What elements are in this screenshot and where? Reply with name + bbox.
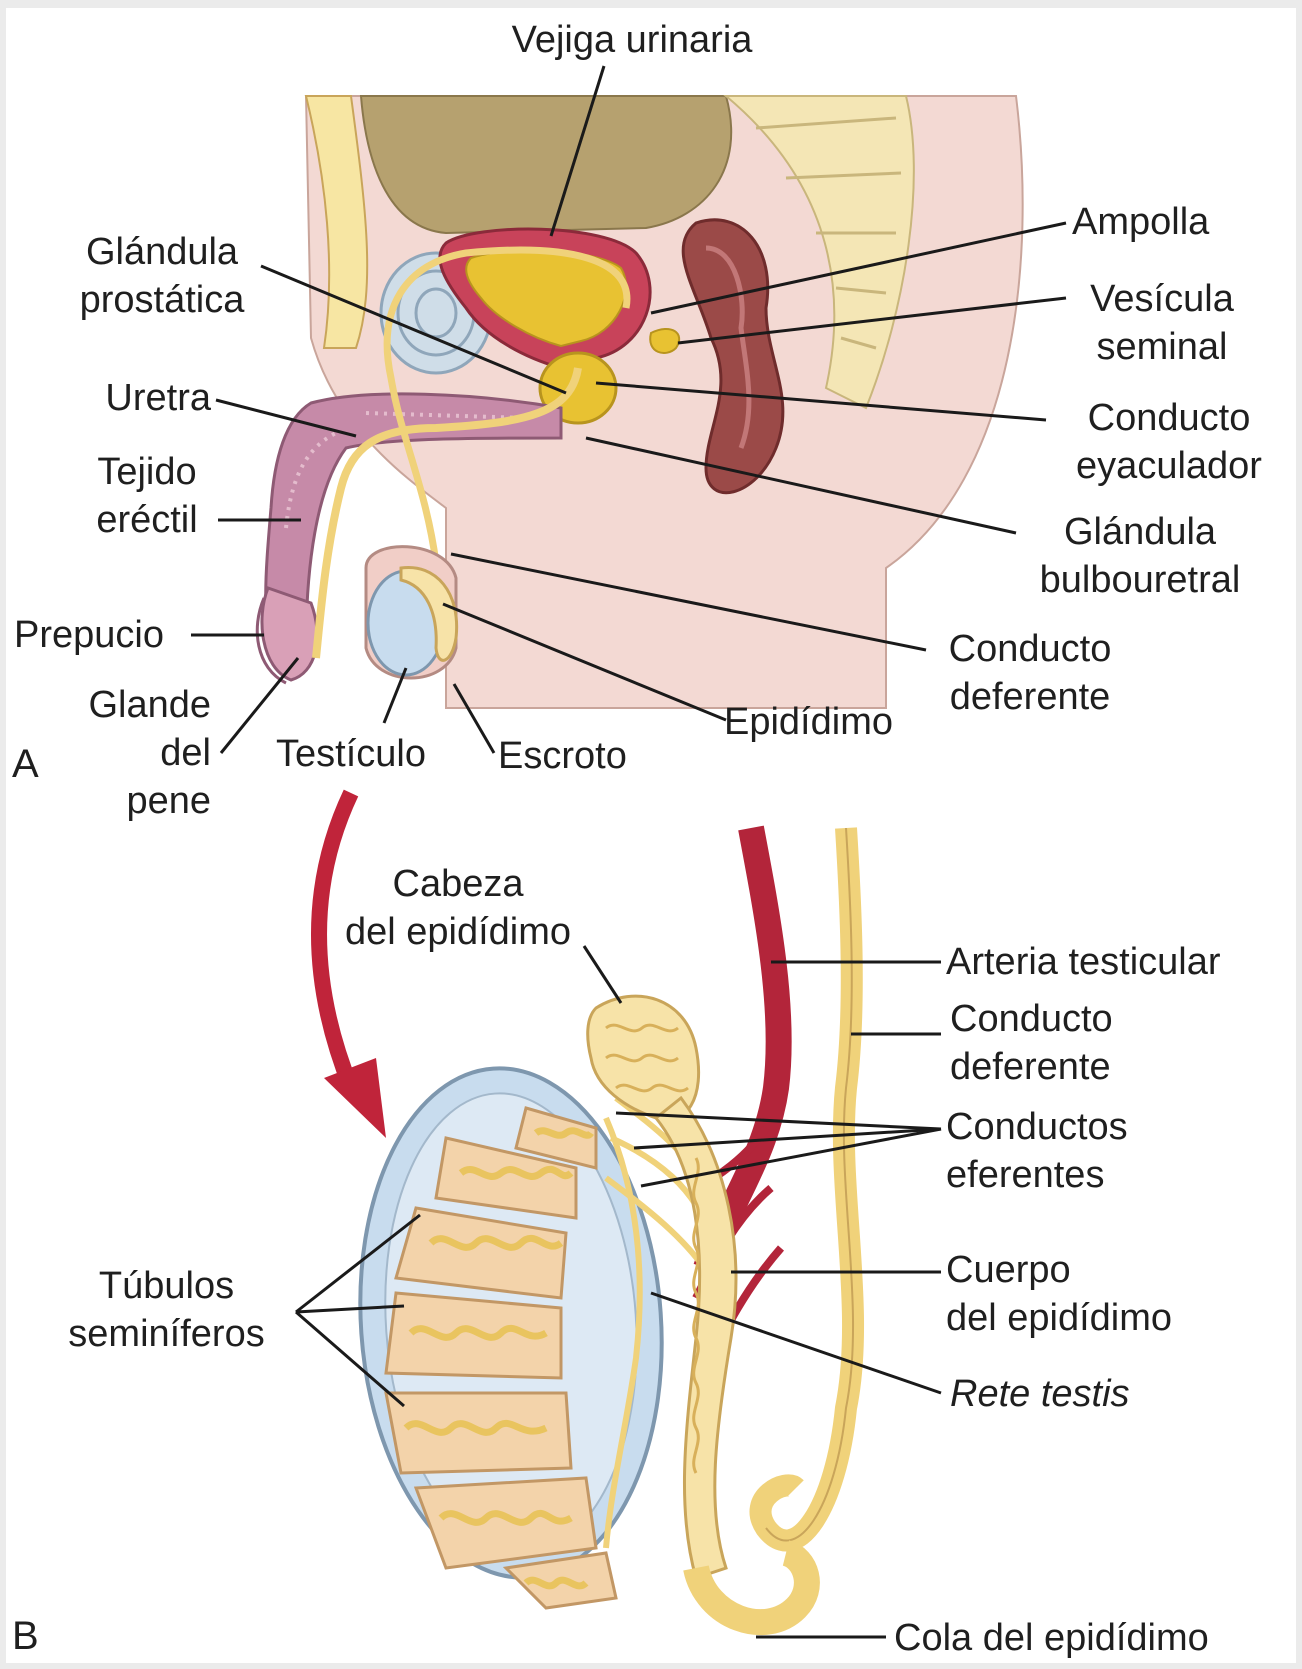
label-tubulos-seminiferos-line2: seminíferos: [44, 1310, 289, 1358]
label-glandula-prostatica-line2: prostática: [62, 276, 262, 324]
label-tejido-erectil-line2: eréctil: [82, 496, 212, 544]
label-cabeza-epididimo-line2: del epidídimo: [328, 908, 588, 956]
label-conductos-eferentes-line1: Conductos: [946, 1103, 1128, 1151]
label-glandula-bulbouretral-line2: bulbouretral: [1020, 556, 1260, 604]
label-glande-line2: del: [46, 729, 211, 777]
panel-letter-b: B: [12, 1612, 39, 1660]
label-glandula-prostatica-line1: Glándula: [62, 228, 262, 276]
label-cuerpo-epididimo-line2: del epidídimo: [946, 1294, 1172, 1342]
label-conductos-eferentes-line2: eferentes: [946, 1151, 1104, 1199]
label-epididimo: Epidídimo: [724, 698, 893, 746]
label-conducto-eyaculador-line1: Conducto: [1054, 394, 1284, 442]
label-vesicula-seminal-line2: seminal: [1072, 323, 1252, 371]
label-cabeza-epididimo-line1: Cabeza: [328, 860, 588, 908]
label-cuerpo-epididimo-line1: Cuerpo: [946, 1246, 1071, 1294]
label-tejido-erectil-line1: Tejido: [82, 448, 212, 496]
panel-letter-a: A: [12, 740, 39, 788]
label-glande-line1: Glande: [46, 681, 211, 729]
label-vejiga-urinaria: Vejiga urinaria: [482, 16, 782, 64]
label-conducto-deferente-a-line2: deferente: [930, 673, 1130, 721]
label-rete-testis: Rete testis: [950, 1370, 1130, 1418]
label-glandula-bulbouretral-line1: Glándula: [1020, 508, 1260, 556]
label-conducto-deferente-b-line2: deferente: [950, 1043, 1111, 1091]
label-escroto: Escroto: [498, 732, 627, 780]
label-conducto-eyaculador-line2: eyaculador: [1054, 442, 1284, 490]
anatomy-figure: Vejiga urinaria Ampolla Vesícula seminal…: [6, 8, 1296, 1663]
abdominal-cavity: [361, 96, 731, 233]
label-prepucio: Prepucio: [14, 611, 164, 659]
label-uretra: Uretra: [46, 374, 211, 422]
label-conducto-deferente-b-line1: Conducto: [950, 995, 1113, 1043]
label-tubulos-seminiferos-line1: Túbulos: [44, 1262, 289, 1310]
label-conducto-deferente-a-line1: Conducto: [930, 625, 1130, 673]
seminal-vesicle: [650, 329, 679, 353]
label-glande-line3: pene: [46, 777, 211, 825]
label-vesicula-seminal-line1: Vesícula: [1072, 275, 1252, 323]
label-cola-epididimo: Cola del epidídimo: [894, 1614, 1209, 1662]
panel-a-illustration: [257, 96, 1022, 708]
label-testiculo: Testículo: [276, 730, 426, 778]
label-ampolla: Ampolla: [1072, 198, 1209, 246]
label-arteria-testicular: Arteria testicular: [946, 938, 1221, 986]
